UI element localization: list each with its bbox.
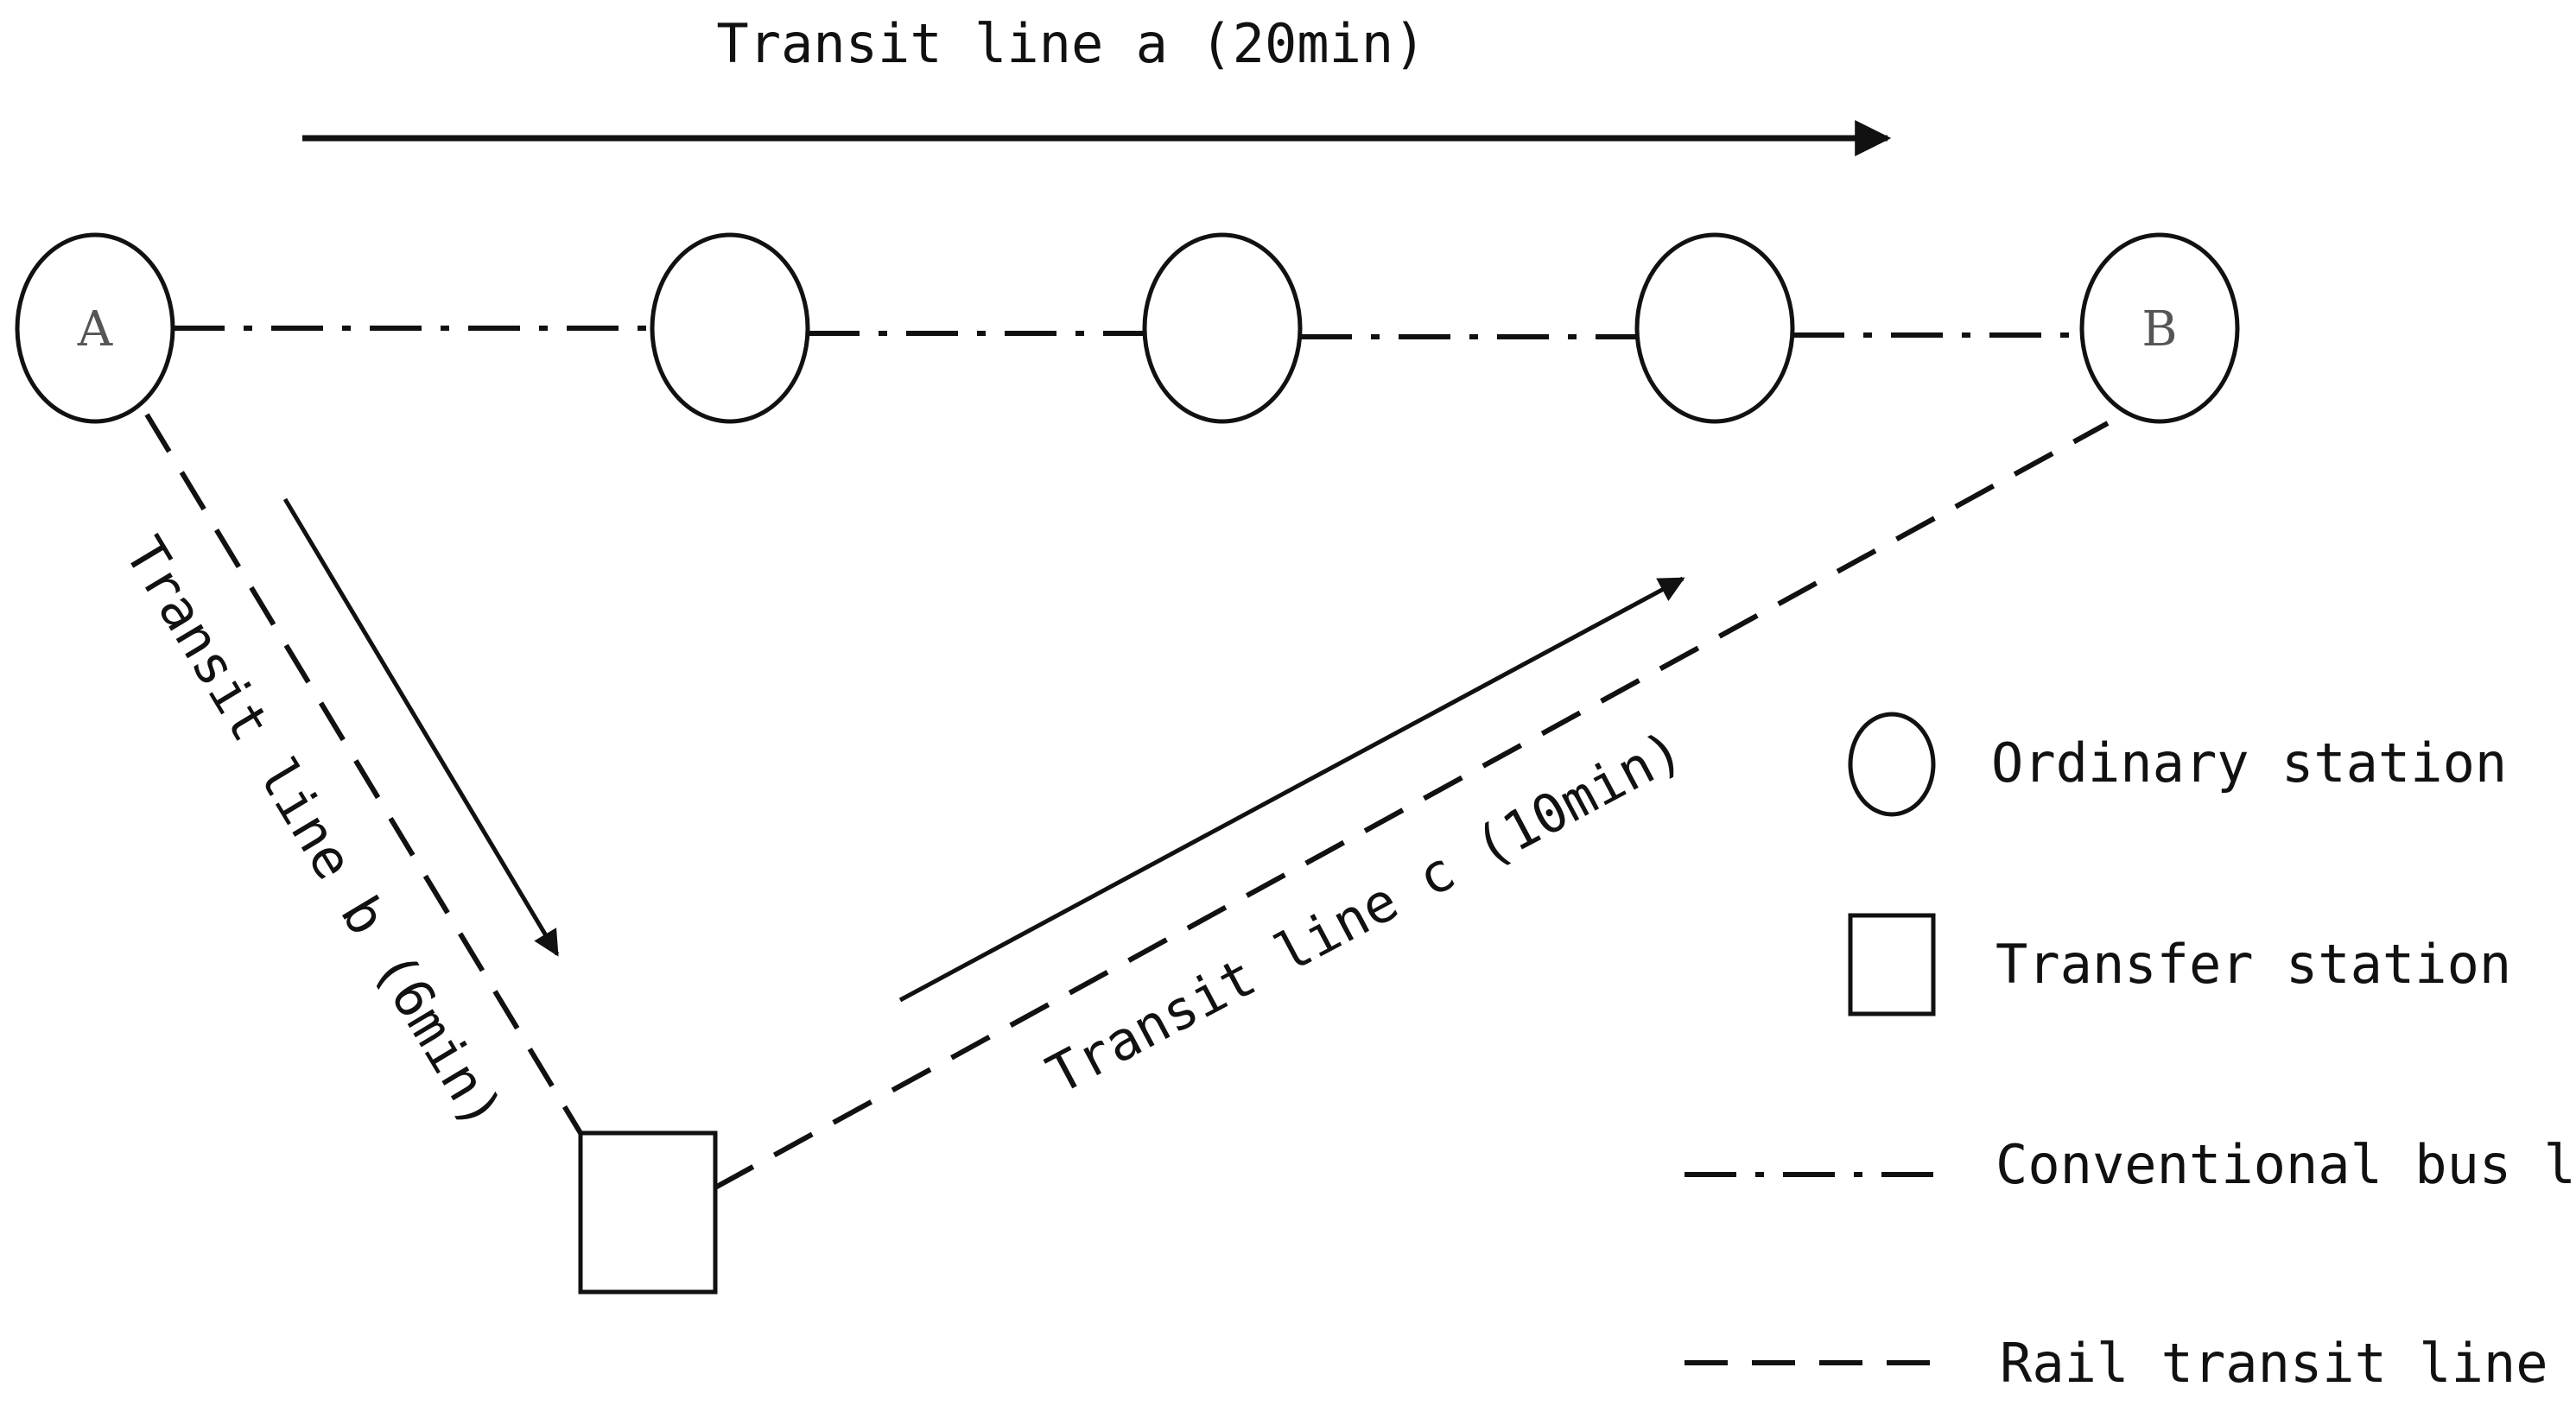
legend-rail-line-label: Rail transit line xyxy=(2000,1332,2548,1395)
station-a xyxy=(15,232,175,424)
legend-bus-line-label: Conventional bus line xyxy=(1995,1133,2576,1196)
ordinary-station xyxy=(1142,232,1303,424)
ordinary-station xyxy=(650,232,810,424)
line-b-label: Transit line b (6min) xyxy=(112,526,515,1139)
station-b xyxy=(2079,232,2240,424)
bus-line-segments xyxy=(173,326,2082,339)
ordinary-station xyxy=(1634,232,1795,424)
legend: Ordinary station Transfer station Conven… xyxy=(1685,712,2576,1395)
legend-transfer-station-symbol xyxy=(1848,913,1936,1016)
line-c-direction-arrow xyxy=(898,576,1685,1003)
line-c-label: Transit line c (10min) xyxy=(1037,718,1692,1106)
rail-line-segments xyxy=(144,413,2110,1190)
station-a-label: A xyxy=(77,301,113,358)
station-b-label: B xyxy=(2141,301,2177,358)
legend-ordinary-station-label: Ordinary station xyxy=(1991,731,2507,795)
transfer-station xyxy=(578,1130,718,1295)
line-a-label: Transit line a (20min) xyxy=(716,12,1425,75)
legend-transfer-station-label: Transfer station xyxy=(1995,933,2511,996)
line-b-direction-arrow xyxy=(282,497,560,957)
legend-ordinary-station-symbol xyxy=(1848,712,1936,817)
